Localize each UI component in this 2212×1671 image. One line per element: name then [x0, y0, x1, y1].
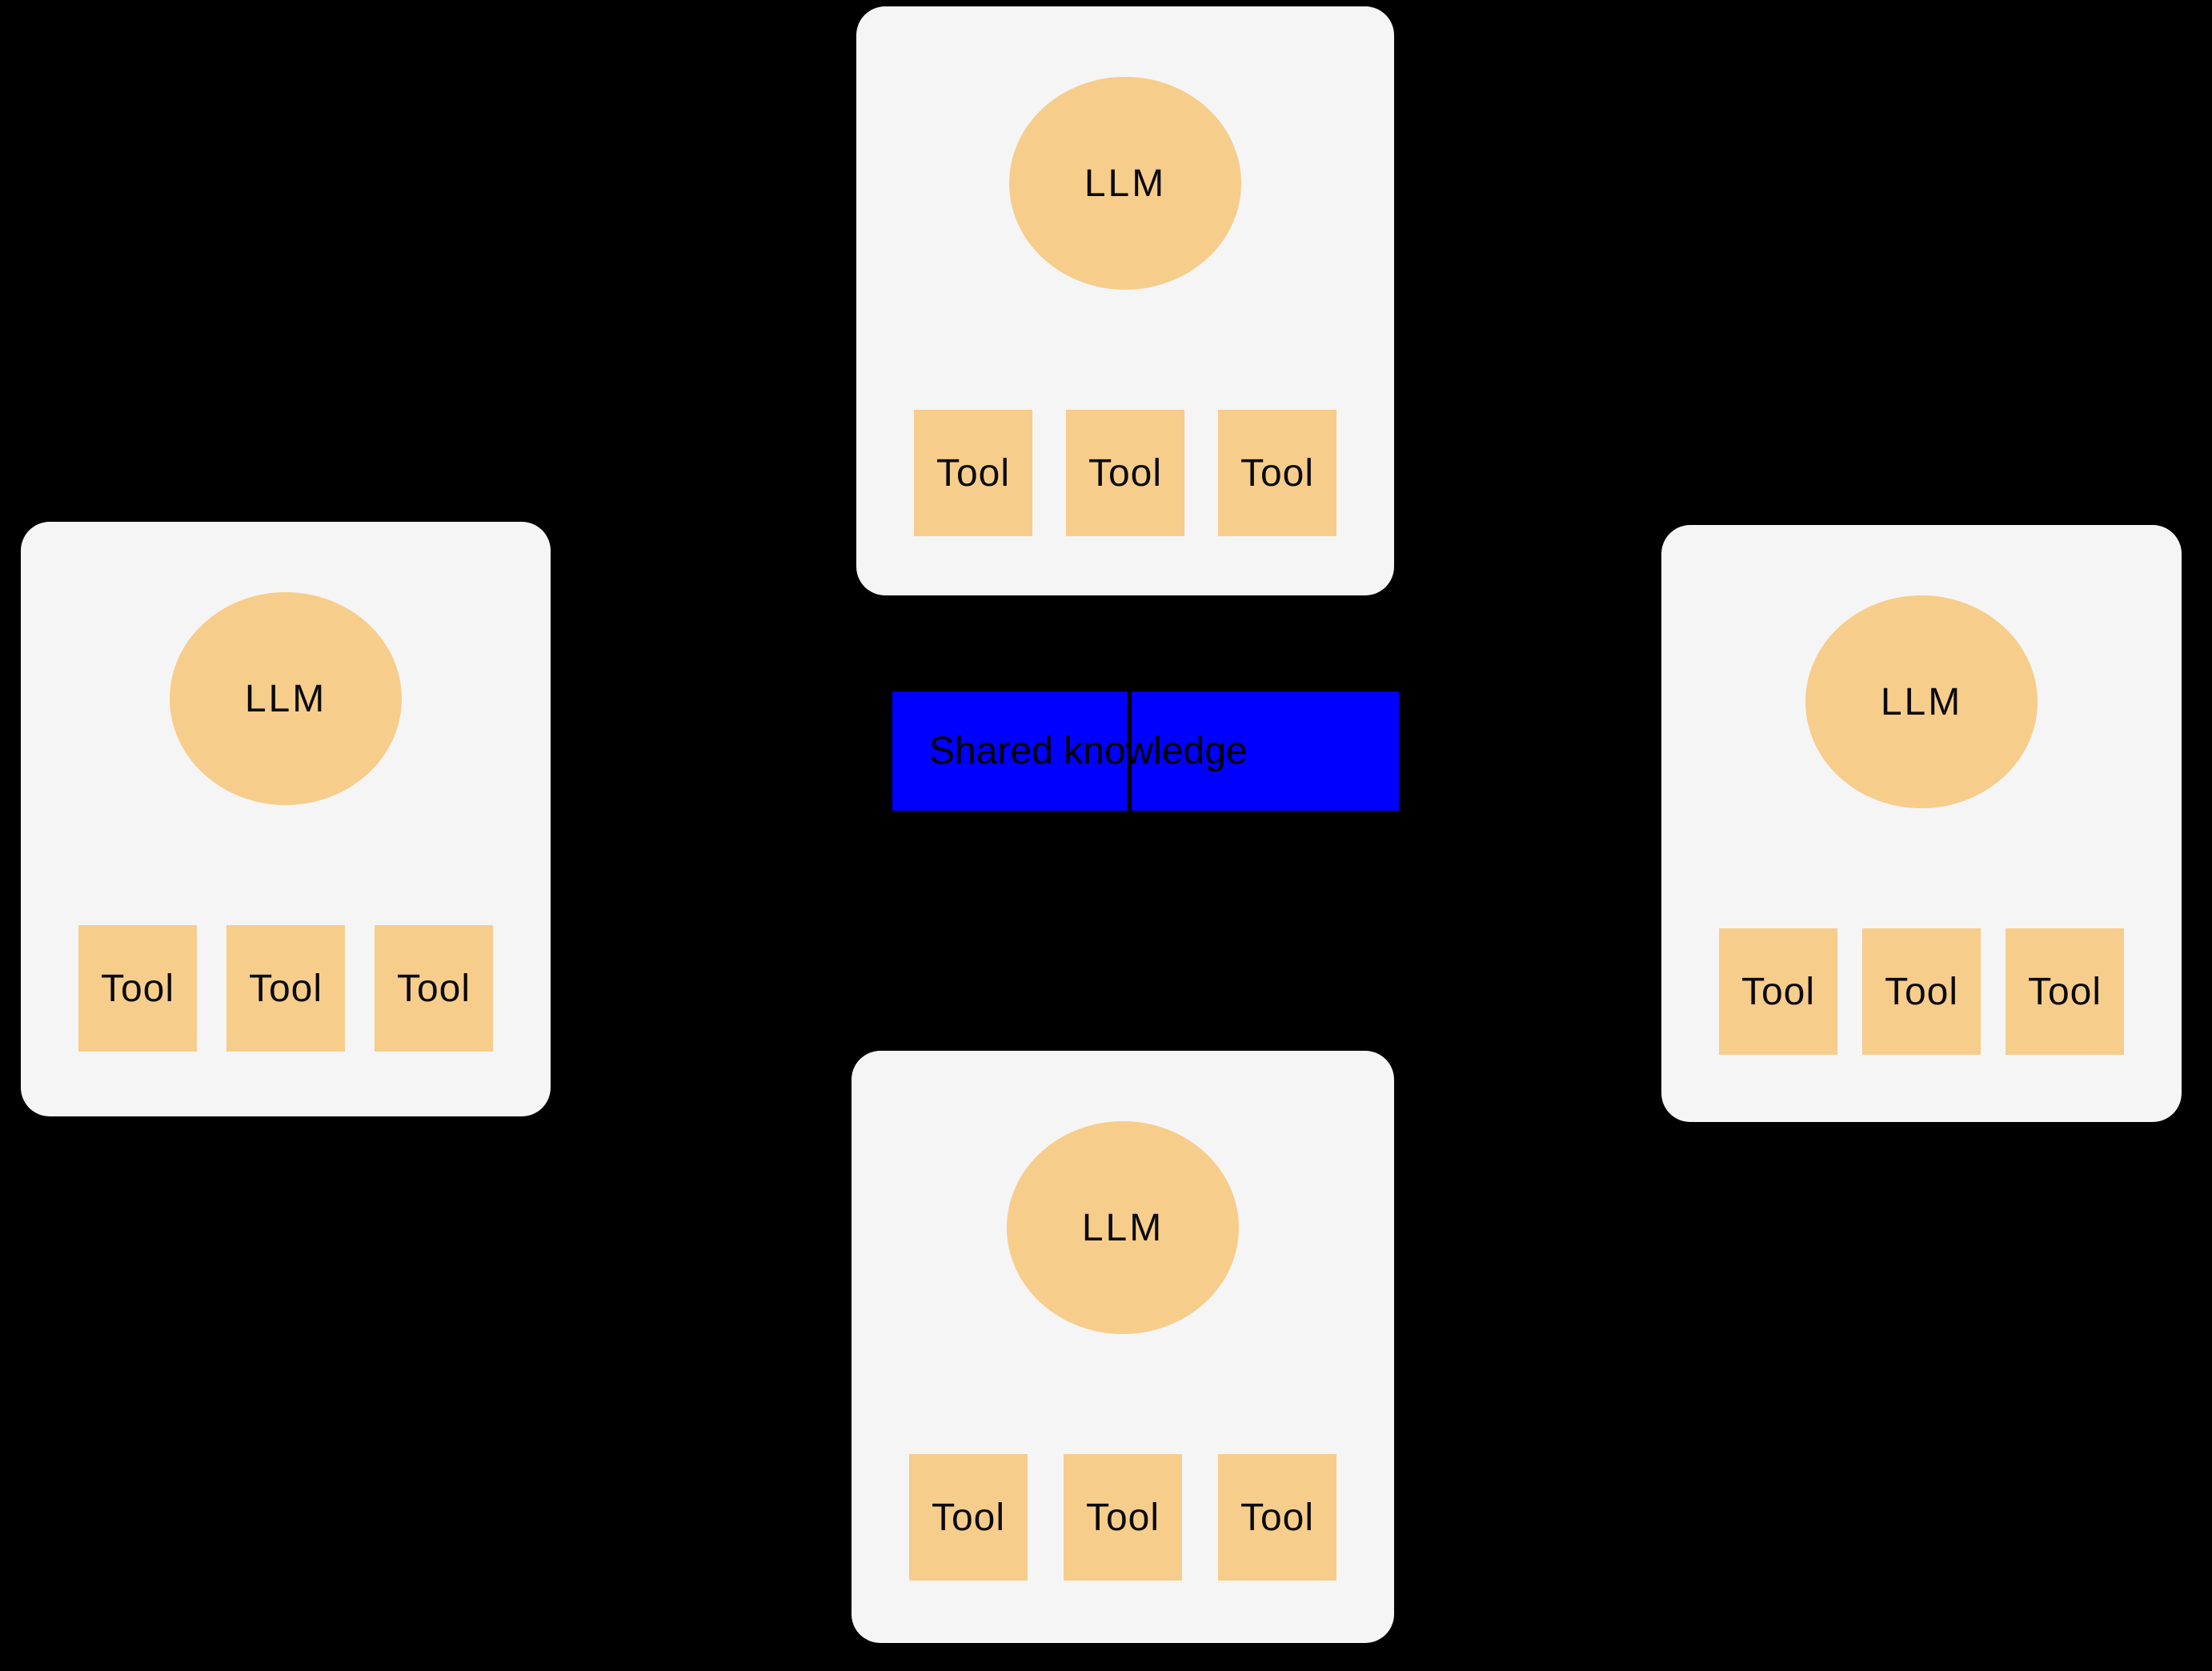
tool-label: Tool — [1088, 451, 1163, 495]
tools-row: Tool Tool Tool — [914, 410, 1336, 536]
tool-node: Tool — [1218, 410, 1336, 536]
llm-label: LLM — [1084, 162, 1167, 205]
agent-card-right: LLM Tool Tool Tool — [1661, 525, 2182, 1122]
llm-node: LLM — [1805, 595, 2038, 808]
llm-node: LLM — [1007, 1121, 1239, 1334]
agent-card-bottom: LLM Tool Tool Tool — [852, 1051, 1394, 1643]
tool-node: Tool — [1719, 928, 1837, 1055]
tool-label: Tool — [248, 967, 323, 1010]
tool-node: Tool — [914, 410, 1032, 536]
llm-label: LLM — [1081, 1206, 1164, 1249]
tools-row: Tool Tool Tool — [1719, 928, 2124, 1055]
tool-node: Tool — [1064, 1454, 1182, 1581]
tool-label: Tool — [1085, 1496, 1160, 1539]
tool-label: Tool — [2027, 970, 2102, 1013]
tools-row: Tool Tool Tool — [909, 1454, 1336, 1581]
tool-label: Tool — [1884, 970, 1959, 1013]
tools-row: Tool Tool Tool — [78, 925, 493, 1052]
llm-label: LLM — [244, 677, 327, 720]
tool-label: Tool — [396, 967, 471, 1010]
connector-top-bottom — [1128, 595, 1132, 1051]
agent-card-top: LLM Tool Tool Tool — [856, 6, 1394, 595]
tool-label: Tool — [100, 967, 175, 1010]
tool-label: Tool — [1240, 451, 1315, 495]
tool-node: Tool — [78, 925, 197, 1052]
tool-node: Tool — [2006, 928, 2124, 1055]
shared-knowledge-label: Shared knowledge — [929, 730, 1248, 772]
tool-node: Tool — [909, 1454, 1028, 1581]
agent-card-left: LLM Tool Tool Tool — [21, 522, 551, 1116]
tool-label: Tool — [1741, 970, 1816, 1013]
connector-left-right — [551, 819, 1661, 823]
llm-label: LLM — [1880, 680, 1963, 723]
tool-node: Tool — [1066, 410, 1184, 536]
tool-label: Tool — [1240, 1496, 1315, 1539]
llm-node: LLM — [170, 592, 402, 805]
tool-label: Tool — [936, 451, 1011, 495]
tool-node: Tool — [1862, 928, 1981, 1055]
tool-node: Tool — [1218, 1454, 1336, 1581]
tool-node: Tool — [375, 925, 493, 1052]
tool-node: Tool — [226, 925, 345, 1052]
tool-label: Tool — [931, 1496, 1006, 1539]
shared-knowledge-bar: Shared knowledge — [892, 691, 1399, 811]
llm-node: LLM — [1009, 77, 1241, 290]
